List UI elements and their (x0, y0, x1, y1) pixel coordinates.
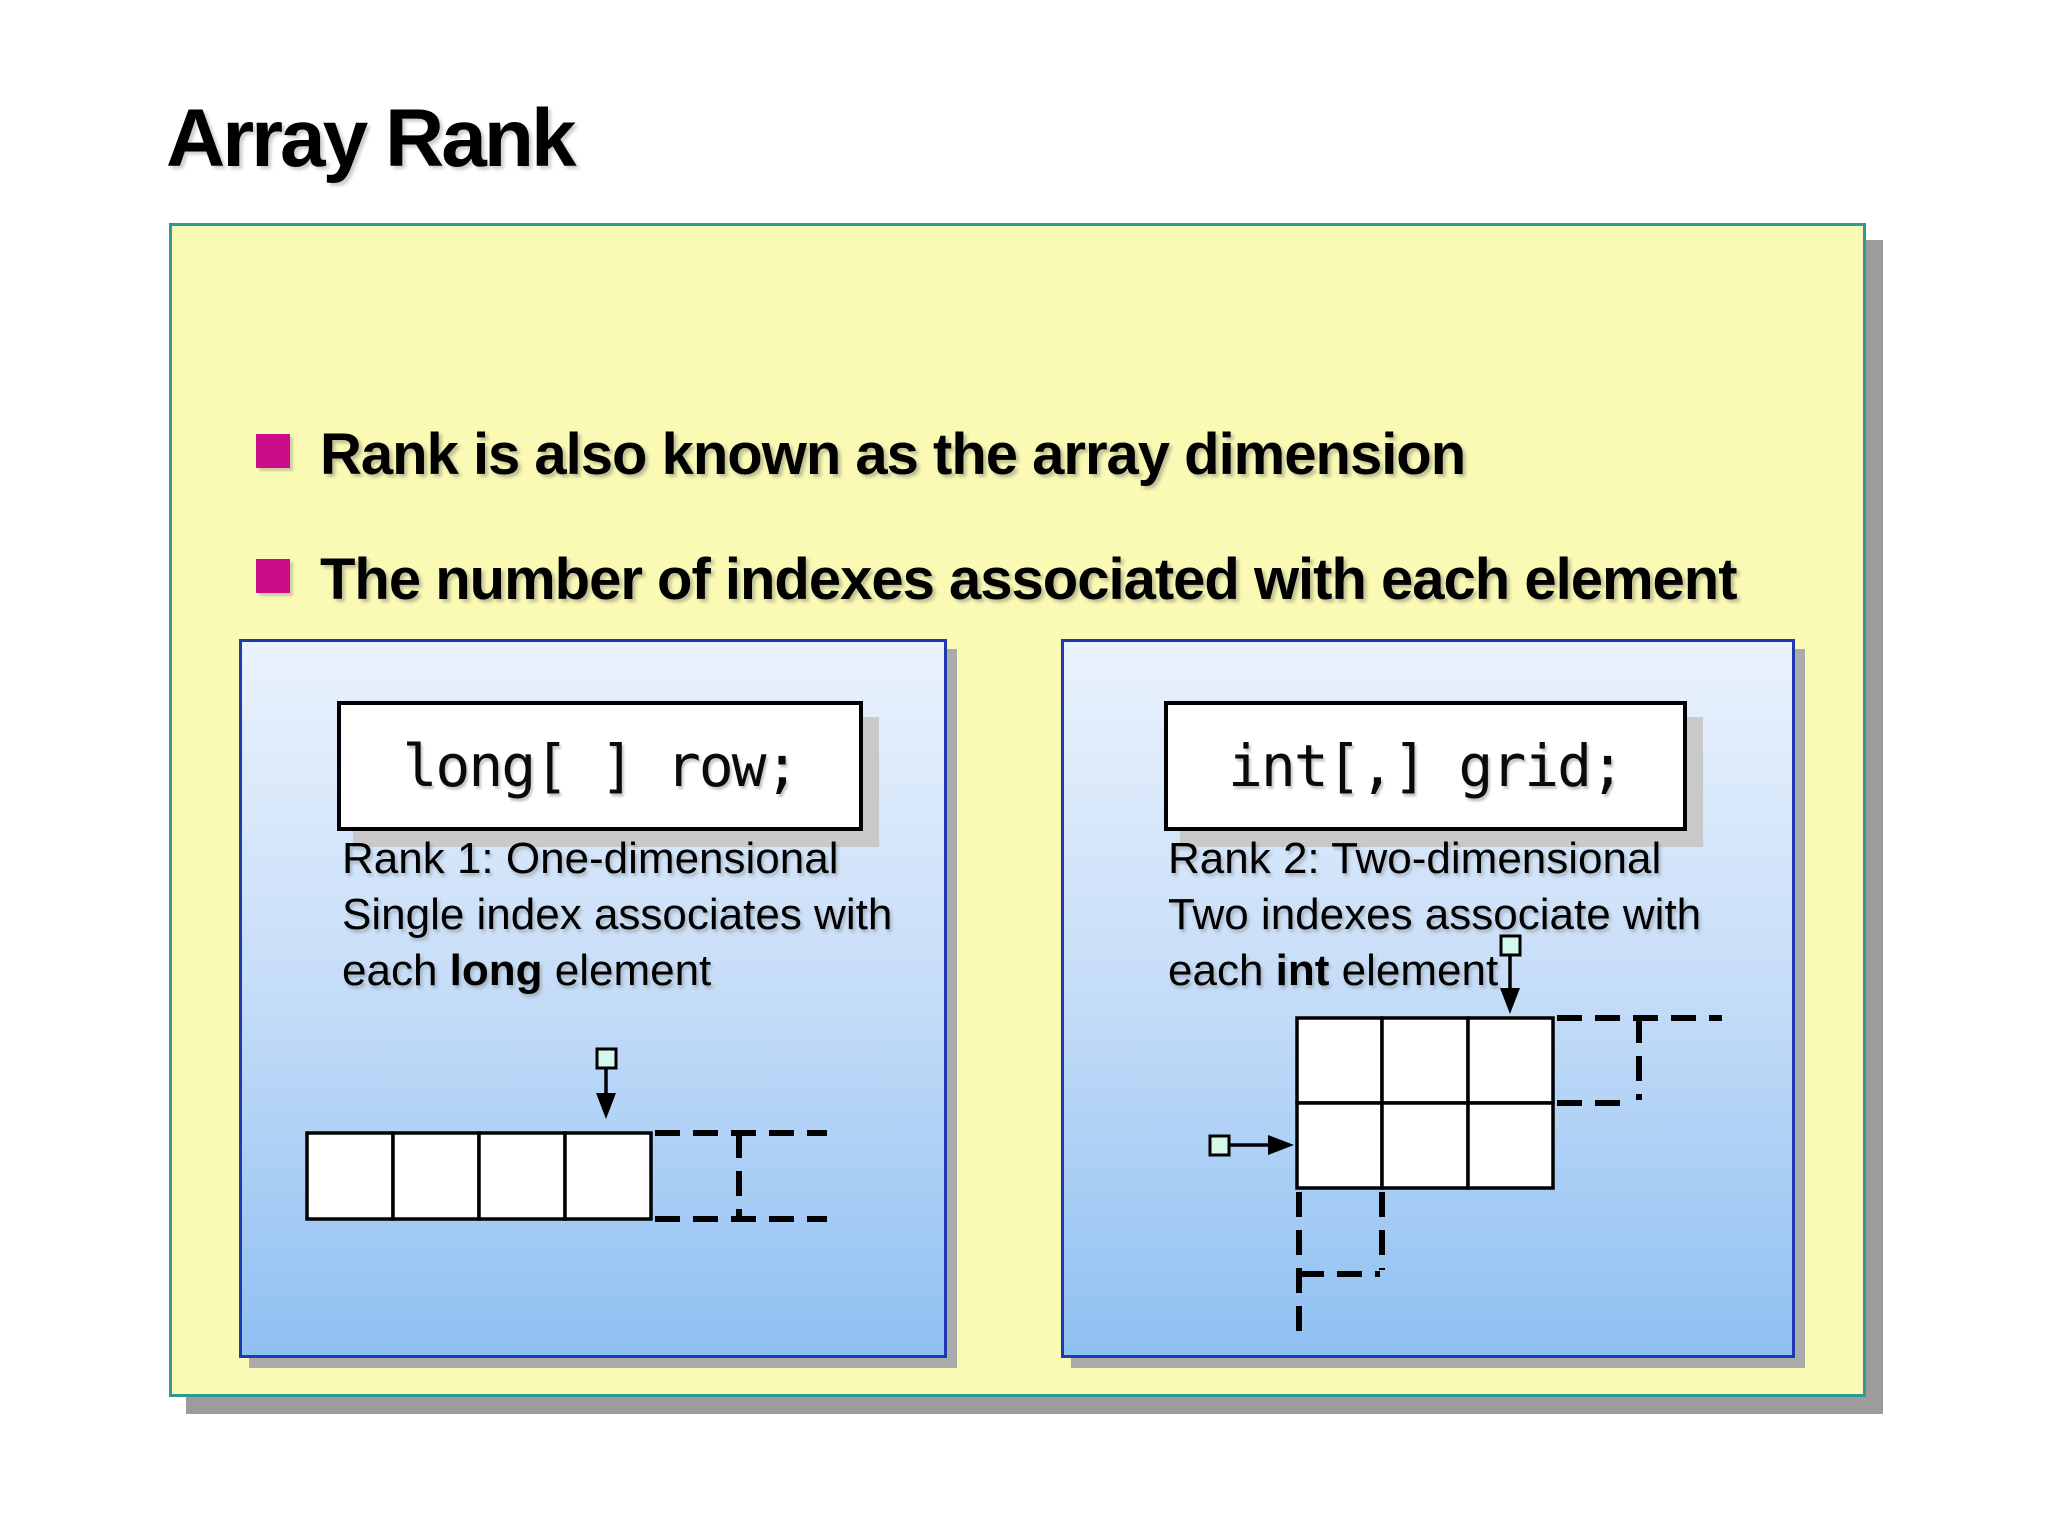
array-2d-diagram (1208, 934, 1722, 1343)
caption-line: Rank 1: One-dimensional (342, 834, 839, 883)
row-index-pointer-icon (1208, 1134, 1294, 1157)
array-2d-dashed-right (1557, 1015, 1722, 1106)
array-2d-solid-cells (1295, 1016, 1555, 1190)
caption-rank2: Rank 2: Two-dimensional Two indexes asso… (1168, 831, 1701, 999)
caption-line: each int element (1168, 946, 1499, 995)
content-box: Rank is also known as the array dimensio… (169, 223, 1866, 1397)
array-1d-solid-cells (305, 1131, 653, 1221)
array-1d-dashed-continuation (655, 1130, 827, 1222)
caption-line: Two indexes associate with (1168, 890, 1702, 939)
bullet-item-2: The number of indexes associated with ea… (256, 546, 1738, 613)
panel-rank2: int[,] grid; Rank 2: Two-dimensional Two… (1061, 639, 1795, 1358)
code-box-rank2: int[,] grid; (1164, 701, 1687, 831)
code-text-rank1: long[ ] row; (402, 732, 799, 800)
array-1d-diagram (305, 1047, 827, 1222)
page-title: Array Rank (166, 93, 577, 184)
bullet-marker-icon (256, 434, 290, 468)
column-index-pointer-icon (1499, 934, 1522, 1014)
code-text-rank2: int[,] grid; (1227, 732, 1625, 800)
caption-line: Single index associates with (342, 890, 893, 939)
array-2d-dashed-below (1296, 1192, 1385, 1343)
index-pointer-icon (595, 1047, 618, 1119)
bullet-text-2: The number of indexes associated with ea… (320, 547, 1738, 612)
panel-rank1: long[ ] row; Rank 1: One-dimensional Sin… (239, 639, 947, 1358)
caption-rank1: Rank 1: One-dimensional Single index ass… (342, 831, 892, 999)
bullet-item-1: Rank is also known as the array dimensio… (256, 421, 1466, 488)
caption-keyword: long (449, 946, 543, 995)
bullet-marker-icon (256, 559, 290, 593)
caption-line: Rank 2: Two-dimensional (1168, 834, 1662, 883)
bullet-text-1: Rank is also known as the array dimensio… (320, 422, 1466, 487)
code-box-rank1: long[ ] row; (337, 701, 863, 831)
caption-keyword: int (1275, 946, 1330, 995)
caption-line: each long element (342, 946, 712, 995)
